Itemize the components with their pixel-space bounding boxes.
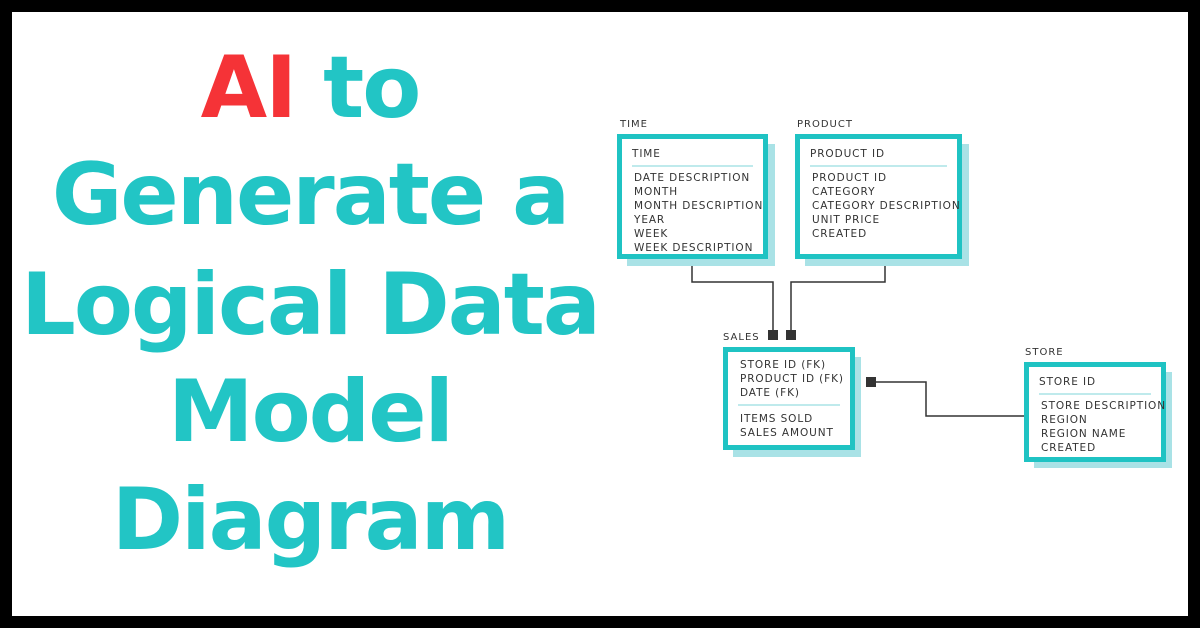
product-entity[interactable]: PRODUCT ID PRODUCT ID CATEGORY CATEGORY … — [795, 134, 962, 259]
field: REGION NAME — [1041, 428, 1127, 440]
product-entity-label: PRODUCT — [797, 119, 853, 130]
connector-square — [786, 330, 796, 340]
headline-line-3: Logical Data — [21, 255, 601, 355]
headline-text: to — [295, 38, 421, 138]
field: STORE DESCRIPTION — [1041, 400, 1166, 412]
field: WEEK — [634, 228, 669, 240]
field: ITEMS SOLD — [740, 413, 814, 425]
headline-accent: AI — [200, 38, 298, 138]
canvas — [12, 12, 1188, 616]
time-entity-label: TIME — [620, 119, 649, 130]
sales-fk: STORE ID (FK) — [740, 359, 826, 371]
field: WEEK DESCRIPTION — [634, 242, 754, 254]
headline-line-5: Diagram — [111, 470, 511, 570]
time-sales-line — [691, 258, 774, 332]
field: MONTH — [634, 186, 678, 198]
field: PRODUCT ID — [812, 172, 887, 184]
field: CATEGORY DESCRIPTION — [812, 200, 961, 212]
store-entity-label: STORE — [1025, 347, 1064, 358]
field: UNIT PRICE — [812, 214, 881, 226]
product-sales-line — [790, 258, 886, 332]
store-entity[interactable]: STORE ID STORE DESCRIPTION REGION REGION… — [1024, 362, 1166, 462]
sales-entity-label: SALES — [723, 332, 760, 343]
field: YEAR — [634, 214, 666, 226]
divider — [738, 404, 840, 406]
connector-square — [866, 377, 876, 387]
headline-line-2: Generate a — [51, 145, 570, 245]
field: CATEGORY — [812, 186, 876, 198]
field: CREATED — [812, 228, 868, 240]
connector-square — [768, 330, 778, 340]
time-key: TIME — [632, 145, 753, 167]
field: MONTH DESCRIPTION — [634, 200, 764, 212]
sales-fk: PRODUCT ID (FK) — [740, 373, 844, 385]
sales-fk: DATE (FK) — [740, 387, 800, 399]
headline-line-4: Model — [167, 362, 454, 462]
time-entity[interactable]: TIME DATE DESCRIPTION MONTH MONTH DESCRI… — [617, 134, 768, 259]
headline: AI to Generate a Logical Data Model Diag… — [0, 38, 620, 570]
store-key: STORE ID — [1039, 373, 1151, 395]
field: CREATED — [1041, 442, 1097, 454]
product-key: PRODUCT ID — [810, 145, 947, 167]
sales-store-line — [872, 381, 1024, 417]
field: DATE DESCRIPTION — [634, 172, 751, 184]
headline-line-1: AI to — [0, 38, 620, 138]
field: REGION — [1041, 414, 1088, 426]
field: SALES AMOUNT — [740, 427, 834, 439]
sales-entity[interactable]: STORE ID (FK) PRODUCT ID (FK) DATE (FK) … — [723, 347, 855, 450]
